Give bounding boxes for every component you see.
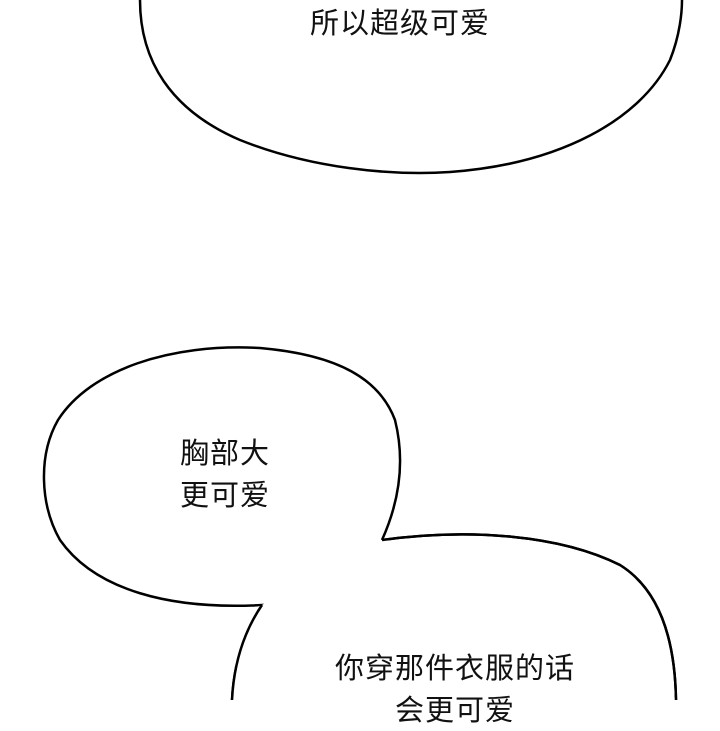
bubble-left-line-1: 胸部大: [179, 436, 270, 470]
bubble-left-line-2: 更可爱: [179, 478, 270, 512]
bubble-bottom-line-2: 会更可爱: [394, 693, 515, 727]
speech-bubble-top: [138, 0, 684, 175]
speech-bubbles-art: [42, 0, 684, 700]
bubble-bottom-line-1: 你穿那件衣服的话: [334, 651, 575, 685]
bubble-top-text: 所以超级可爱: [309, 6, 490, 40]
bubble-left-text: 胸部大 更可爱: [150, 432, 300, 516]
